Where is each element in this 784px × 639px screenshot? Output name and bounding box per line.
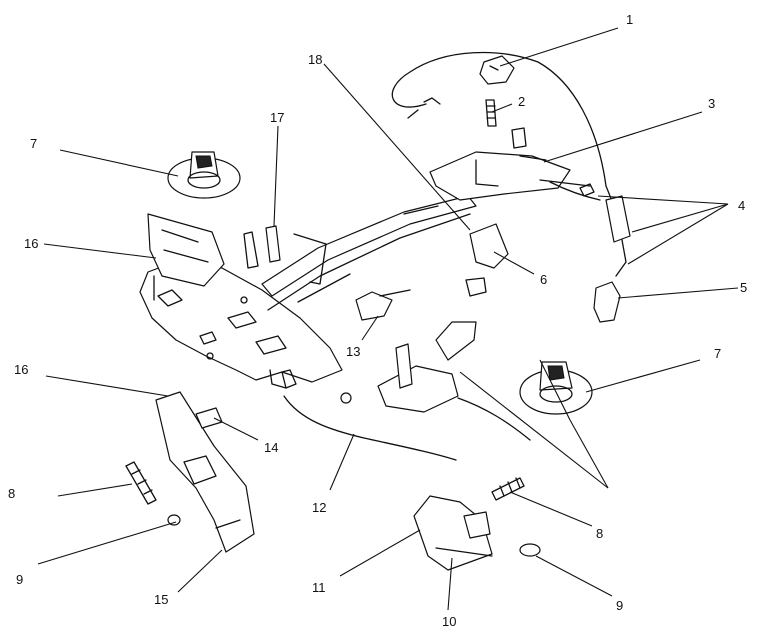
callout-2: 2 [518, 94, 525, 109]
callout-18: 18 [308, 52, 322, 67]
center-linkage-bar [261, 195, 477, 311]
reel-disc-right [519, 361, 593, 415]
callout-8-right: 8 [596, 526, 603, 541]
callout-16-upper: 16 [24, 236, 38, 251]
callout-8-left: 8 [8, 486, 15, 501]
left-lever-assembly [155, 391, 255, 553]
callout-7-left: 7 [30, 136, 37, 151]
spring-2 [485, 99, 497, 127]
callout-13: 13 [346, 344, 360, 359]
callout-17: 17 [270, 110, 284, 125]
lever-plate-10-11 [413, 495, 541, 571]
cable-end-clip-5 [593, 281, 621, 323]
callout-7-right: 7 [714, 346, 721, 361]
cable-clip-1 [423, 55, 515, 105]
callout-9-left: 9 [16, 572, 23, 587]
callout-6: 6 [540, 272, 547, 287]
bracket-18 [403, 205, 509, 297]
callout-3: 3 [708, 96, 715, 111]
callout-4: 4 [738, 198, 745, 213]
callout-9-right: 9 [616, 598, 623, 613]
left-bracket-frame [147, 213, 225, 287]
callout-5: 5 [740, 280, 747, 295]
callout-11: 11 [312, 580, 326, 595]
callout-10: 10 [442, 614, 456, 629]
callout-16-lower: 16 [14, 362, 28, 377]
top-lever-assembly [429, 127, 591, 201]
control-cable [391, 51, 631, 277]
spring-8-left [125, 461, 157, 505]
pin-13 [355, 289, 411, 321]
gear-base-plate-12 [281, 321, 531, 461]
left-post-17 [243, 225, 327, 285]
callout-14: 14 [264, 440, 278, 455]
leader-lines [37, 27, 739, 611]
callout-labels: 1 2 3 4 5 6 7 7 8 8 9 9 10 11 12 13 14 1… [8, 12, 747, 629]
callout-12: 12 [312, 500, 326, 515]
washer-9-left [167, 514, 181, 526]
reel-disc-left [167, 151, 241, 199]
callout-1: 1 [626, 12, 633, 27]
main-chassis-plate [139, 259, 343, 389]
callout-15: 15 [154, 592, 168, 607]
spring-8-right [491, 477, 525, 501]
